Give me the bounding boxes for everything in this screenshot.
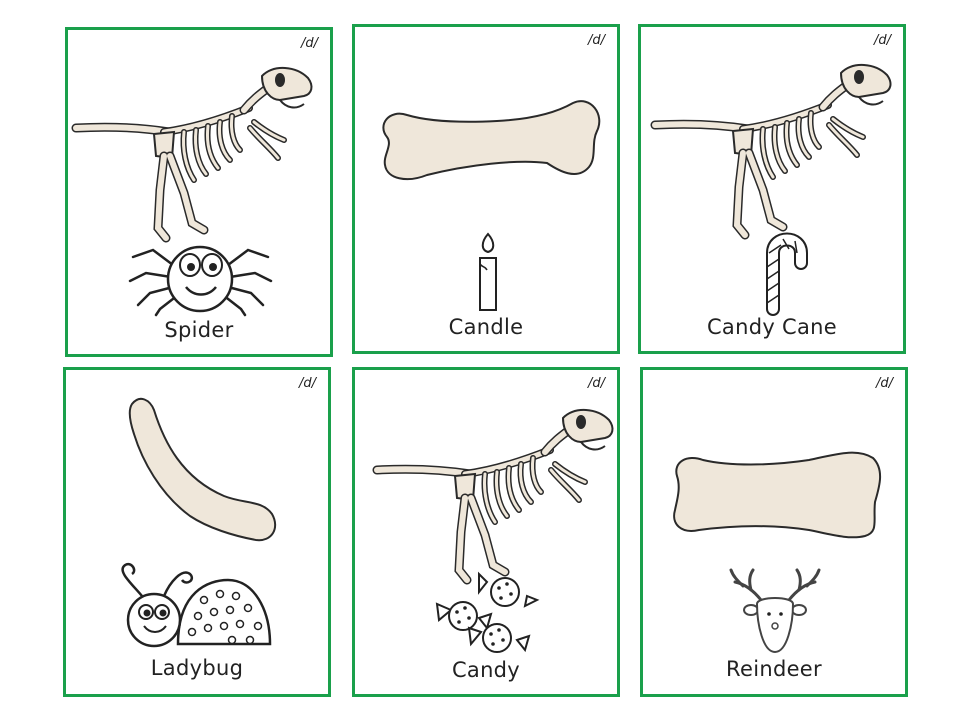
curved-bone-icon xyxy=(124,396,278,544)
picture-card-candy-cane: /d/ Candy Cane xyxy=(638,24,906,354)
sound-label: /d/ xyxy=(298,376,316,391)
sound-label: /d/ xyxy=(300,36,318,51)
bone-icon xyxy=(669,450,883,540)
reindeer-icon xyxy=(729,568,821,656)
picture-card-reindeer: /d/ Reindeer xyxy=(640,367,908,697)
candy-icon xyxy=(435,570,545,656)
ladybug-icon xyxy=(108,562,273,648)
sound-label: /d/ xyxy=(587,376,605,391)
dinosaur-skeleton-icon xyxy=(375,400,615,590)
bone-icon xyxy=(377,97,603,193)
picture-card-candy: /d/ Candy xyxy=(352,367,620,697)
dinosaur-skeleton-icon xyxy=(653,55,893,245)
candy-cane-icon xyxy=(743,223,813,316)
sound-label: /d/ xyxy=(873,33,891,48)
card-word: Candy Cane xyxy=(706,315,838,339)
candle-icon xyxy=(473,232,503,312)
card-word: Candy xyxy=(451,658,521,682)
picture-card-ladybug: /d/ Ladybug xyxy=(63,367,331,697)
picture-card-candle: /d/ Candle xyxy=(352,24,620,354)
sound-label: /d/ xyxy=(587,33,605,48)
picture-card-spider: /d/ Spider xyxy=(65,27,333,357)
card-word: Ladybug xyxy=(150,656,244,680)
spider-icon xyxy=(128,235,273,317)
card-word: Candle xyxy=(448,315,524,339)
card-word: Spider xyxy=(164,318,234,342)
dinosaur-skeleton-icon xyxy=(74,58,314,248)
card-word: Reindeer xyxy=(726,657,822,681)
sound-label: /d/ xyxy=(875,376,893,391)
